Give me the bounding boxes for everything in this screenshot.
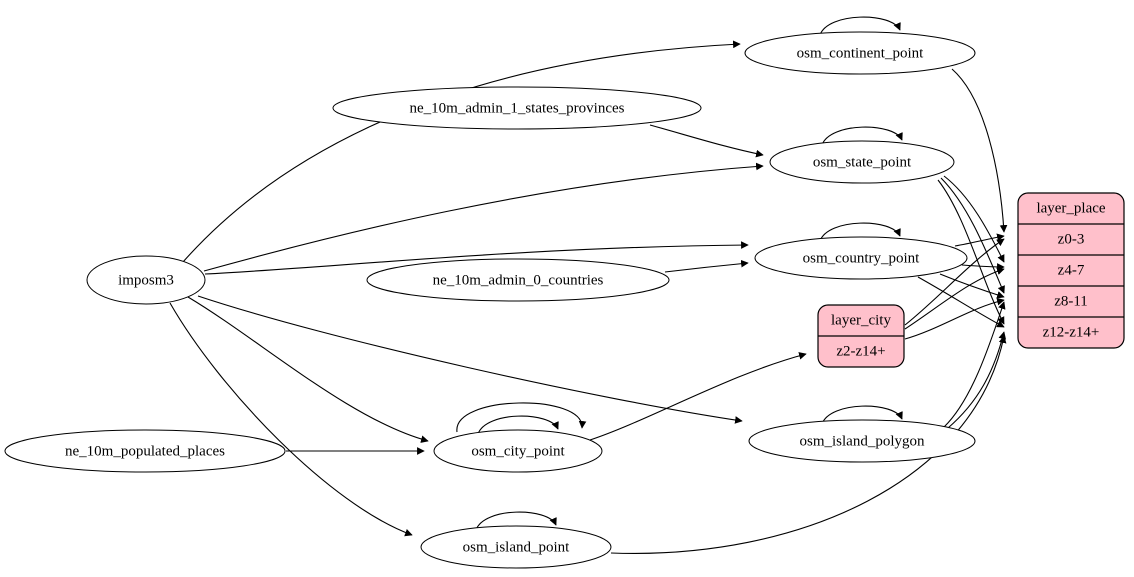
- edge-osm_state_point-z4_7: [943, 175, 1005, 263]
- edge-imposm3-osm_island_point: [169, 302, 413, 537]
- node-shape: [420, 525, 612, 569]
- edge-osm_island_polygon-z12_z14: [947, 331, 1007, 429]
- node-label: ne_10m_populated_places: [65, 443, 225, 459]
- node-label: ne_10m_admin_0_countries: [433, 272, 604, 288]
- edge-self-osm_island_polygon: [821, 405, 903, 425]
- layer_place-title: layer_place: [1036, 200, 1105, 216]
- edge-self-osm_continent_point: [819, 16, 901, 36]
- layer_place-body: [1017, 192, 1125, 349]
- edge-self-osm_city_point: [477, 415, 559, 435]
- layer_place-row-z8-11[interactable]: z8-11: [1054, 293, 1088, 309]
- node-label: osm_state_point: [813, 154, 912, 170]
- node-osm_island_point[interactable]: osm_island_point: [420, 525, 612, 569]
- layer_place-row-z4-7[interactable]: z4-7: [1058, 262, 1085, 278]
- node-label: ne_10m_admin_1_states_provinces: [410, 100, 625, 116]
- node-imposm3[interactable]: imposm3: [86, 255, 206, 305]
- edge-osm_island_point-z12_z14: [610, 335, 1007, 554]
- edge-self-osm_island_point: [475, 511, 557, 531]
- edge-osm_country_point-z12_z14: [917, 276, 1005, 328]
- node-osm_city_point[interactable]: osm_city_point: [433, 429, 603, 473]
- node-label: osm_country_point: [803, 250, 920, 266]
- layer_city-row-z2-z14plus[interactable]: z2-z14+: [836, 343, 885, 359]
- layer-box-layer_city[interactable]: layer_city z2-z14+: [817, 304, 905, 368]
- node-ne_10m_populated_places[interactable]: ne_10m_populated_places: [4, 429, 286, 473]
- node-shape: [748, 419, 976, 463]
- edge-self-osm_country_point: [819, 222, 901, 242]
- layer_city-title: layer_city: [831, 312, 891, 328]
- node-shape: [433, 429, 603, 473]
- edge-layer_city-z0_3: [904, 238, 1005, 326]
- node-label: osm_city_point: [471, 443, 565, 459]
- node-osm_continent_point[interactable]: osm_continent_point: [744, 31, 976, 75]
- edge-osm_city_point-layer_city: [589, 352, 807, 441]
- node-label: osm_continent_point: [797, 45, 924, 61]
- edge-ne_countries-osm_country_point: [664, 259, 749, 273]
- edge-layer: [169, 16, 1008, 554]
- layer_place-row-z0-3[interactable]: z0-3: [1058, 231, 1085, 247]
- node-shape: [366, 258, 670, 302]
- layer_place-row-z12-z14plus[interactable]: z12-z14+: [1043, 324, 1100, 340]
- edge-osm_continent_point-z0_3: [951, 68, 1008, 233]
- edge-imposm3-osm_city_point: [187, 296, 429, 443]
- node-shape: [4, 429, 286, 473]
- edge-osm_country_point-z8_11: [939, 273, 1005, 299]
- edge-layer_city-z8_11: [904, 297, 1005, 340]
- node-osm_country_point[interactable]: osm_country_point: [754, 236, 968, 280]
- node-osm_island_polygon[interactable]: osm_island_polygon: [748, 419, 976, 463]
- edge-imposm3-osm_country_point: [204, 241, 749, 275]
- edge-self-osm_state_point: [821, 126, 903, 146]
- node-shape: [769, 140, 955, 184]
- edge-osm_island_polygon-z8_11: [943, 301, 1006, 428]
- node-label: imposm3: [118, 272, 174, 288]
- node-label: osm_island_point: [463, 539, 571, 555]
- node-shape: [86, 255, 206, 305]
- edge-imposm3-osm_state_point: [203, 162, 764, 272]
- edge-ne_states-osm_state_point: [649, 124, 764, 158]
- node-label: osm_island_polygon: [799, 433, 925, 449]
- edge-self-osm_city_point-outer: [456, 402, 587, 433]
- edge-osm_country_point-z4_7: [961, 263, 1005, 271]
- node-shape: [744, 31, 976, 75]
- node-layer: imposm3 ne_10m_admin_1_states_provinces …: [4, 31, 976, 569]
- node-ne_10m_admin_1_states_provinces[interactable]: ne_10m_admin_1_states_provinces: [332, 86, 702, 130]
- layer-box-layer: layer_place z0-3 z4-7 z8-11 z12-z14+ lay…: [817, 192, 1125, 368]
- node-shape: [754, 236, 968, 280]
- edge-osm_state_point-z8_11: [940, 177, 1005, 294]
- edge-imposm3-osm_island_polygon: [197, 295, 743, 424]
- edge-layer_city-z4_7: [904, 267, 1005, 330]
- node-osm_state_point[interactable]: osm_state_point: [769, 140, 955, 184]
- edge-osm_state_point-z12_z14: [937, 179, 1005, 325]
- node-shape: [332, 86, 702, 130]
- edge-osm_country_point-z0_3: [954, 233, 1005, 247]
- layer-box-layer_place[interactable]: layer_place z0-3 z4-7 z8-11 z12-z14+: [1017, 192, 1125, 349]
- node-ne_10m_admin_0_countries[interactable]: ne_10m_admin_0_countries: [366, 258, 670, 302]
- edge-imposm3-osm_continent_point: [182, 40, 741, 263]
